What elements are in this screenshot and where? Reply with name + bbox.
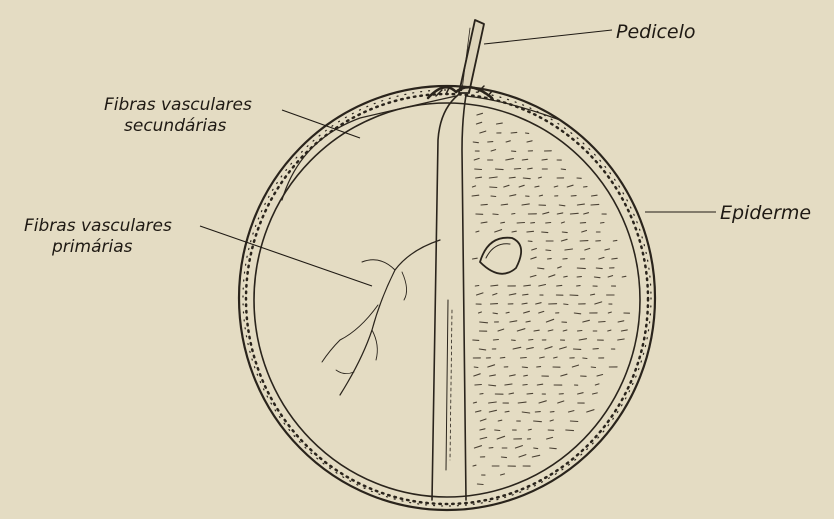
pulp-dash <box>599 322 606 323</box>
pulp-dash <box>570 421 577 422</box>
pulp-dash <box>577 268 585 269</box>
pulp-dash <box>591 204 599 205</box>
pulp-dash <box>596 268 602 269</box>
pulp-dash <box>495 430 500 431</box>
pulp-dash <box>523 178 530 179</box>
pulp-dash <box>622 276 626 277</box>
pulp-dash <box>501 457 506 458</box>
pulp-dash <box>591 294 595 295</box>
pulp-dash <box>534 421 542 422</box>
pulp-dash <box>564 304 568 305</box>
pulp-dash <box>529 340 533 341</box>
pulp-dash <box>542 232 548 233</box>
label-fibras-primarias-line1: Fibras vasculares <box>24 216 172 236</box>
label-pedicelo: Pedicelo <box>616 21 696 43</box>
pulp-dash <box>570 213 578 214</box>
pulp-dash <box>583 358 587 359</box>
pulp-dash <box>521 358 527 359</box>
pulp-dash <box>473 402 476 403</box>
pulp-dash <box>493 313 497 314</box>
pulp-dash <box>511 132 517 133</box>
pulp-dash <box>500 357 505 358</box>
pulp-dash <box>505 411 509 412</box>
pulp-dash <box>491 196 496 197</box>
pulp-dash <box>538 177 541 178</box>
pulp-dash <box>501 222 505 223</box>
pulp-dash <box>535 186 539 187</box>
pulp-dash <box>594 277 600 278</box>
pulp-dash <box>493 214 498 215</box>
pulp-dash <box>527 231 534 232</box>
pulp-dash <box>473 465 476 466</box>
pulp-dash <box>477 484 483 485</box>
pulp-dash <box>475 286 479 287</box>
pulp-dash <box>522 367 527 368</box>
pulp-dash <box>562 232 567 233</box>
pulp-dash <box>475 169 482 170</box>
pulp-dash <box>601 223 605 224</box>
pulp-dash <box>527 393 533 394</box>
pulp-dash <box>566 430 574 431</box>
pulp-dash <box>612 258 617 259</box>
pulp-dash <box>522 159 527 160</box>
pulp-dash <box>517 223 524 224</box>
pulp-dash <box>512 214 515 215</box>
pulp-dash <box>475 385 482 386</box>
pulp-dash <box>534 448 538 449</box>
pulp-dash <box>561 169 565 170</box>
pulp-dash <box>509 177 515 178</box>
pulp-dash <box>523 294 528 295</box>
label-fibras-secundarias-line1: Fibras vasculares <box>104 95 252 115</box>
pulp-dash <box>542 159 547 160</box>
pulp-dash <box>550 448 557 449</box>
pulp-dash <box>473 142 478 143</box>
pulp-dash <box>528 429 531 430</box>
pulp-dash <box>496 169 504 170</box>
label-fibras-primarias-line2: primárias <box>51 237 133 257</box>
pulp-dash <box>490 187 497 188</box>
pulp-dash <box>546 223 551 224</box>
pulp-dash <box>481 204 487 205</box>
pulp-dash <box>474 367 478 368</box>
label-epiderme: Epiderme <box>720 202 811 224</box>
pulp-dash <box>539 195 542 196</box>
pulp-dash <box>613 240 617 241</box>
pulp-dash <box>524 375 528 376</box>
pulp-dash <box>546 250 551 251</box>
pulp-dash <box>498 420 502 421</box>
pulp-dash <box>557 285 562 286</box>
pulp-dash <box>591 367 595 368</box>
label-fibras-secundarias-line2: secundárias <box>124 116 227 136</box>
pulp-dash <box>523 385 527 386</box>
pulp-dash <box>506 312 509 313</box>
pulp-dash <box>564 276 568 277</box>
pulp-dash <box>578 331 582 332</box>
pulp-dash <box>514 169 520 170</box>
pulp-dash <box>493 340 498 341</box>
